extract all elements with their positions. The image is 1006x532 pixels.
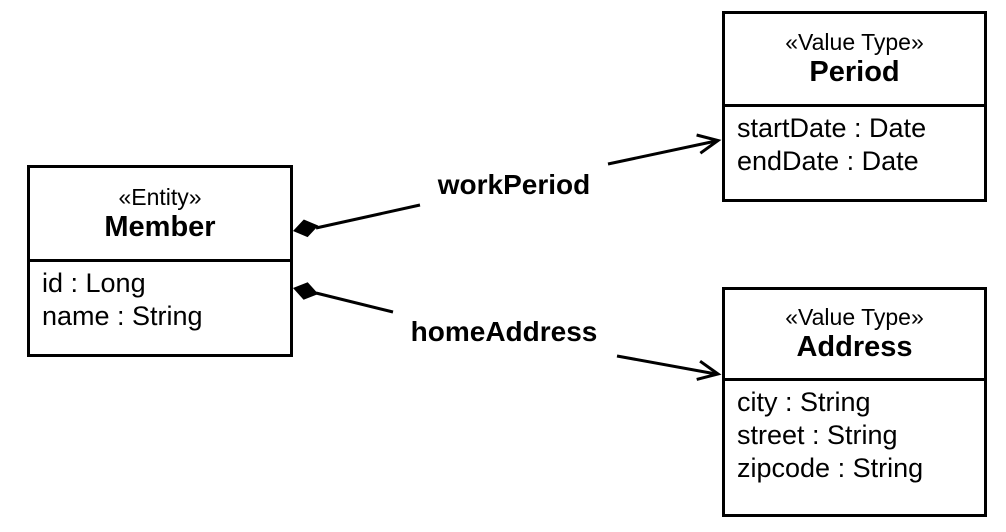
relation-line-homeaddress — [315, 291, 394, 314]
class-name: Period — [809, 56, 900, 88]
stereotype-label: «Entity» — [118, 183, 202, 210]
class-box-address[interactable]: «Value Type» Address city : String stree… — [722, 287, 987, 517]
class-header: «Value Type» Address — [725, 290, 984, 381]
relation-line-workperiod — [315, 203, 421, 230]
relation-label-workperiod: workPeriod — [437, 169, 591, 200]
composition-diamond-icon — [293, 282, 319, 300]
class-name: Address — [796, 331, 913, 363]
attributes-compartment: startDate : Date endDate : Date — [725, 107, 984, 178]
class-box-member[interactable]: «Entity» Member id : Long name : String — [27, 165, 293, 357]
attribute-item: city : String — [737, 387, 871, 417]
relation-label-homeaddress: homeAddress — [410, 316, 598, 347]
relation-line-workperiod — [607, 139, 717, 166]
stereotype-label: «Value Type» — [785, 304, 924, 330]
attributes-compartment: city : String street : String zipcode : … — [725, 381, 984, 485]
arrowhead-icon — [696, 133, 722, 155]
stereotype-label: «Value Type» — [785, 29, 924, 55]
class-name: Member — [104, 210, 216, 243]
composition-diamond-icon — [293, 219, 319, 238]
class-header: «Entity» Member — [30, 168, 290, 262]
attribute-item: zipcode : String — [737, 453, 924, 483]
attribute-item: id : Long — [42, 268, 146, 298]
attribute-item: name : String — [42, 301, 203, 331]
attribute-item: endDate : Date — [737, 146, 919, 176]
attribute-item: street : String — [737, 420, 898, 450]
attributes-compartment: id : Long name : String — [30, 262, 290, 333]
relation-line-homeaddress — [616, 354, 717, 376]
arrowhead-icon — [696, 359, 722, 381]
attribute-item: startDate : Date — [737, 113, 927, 143]
class-box-period[interactable]: «Value Type» Period startDate : Date end… — [722, 11, 987, 202]
class-header: «Value Type» Period — [725, 14, 984, 107]
